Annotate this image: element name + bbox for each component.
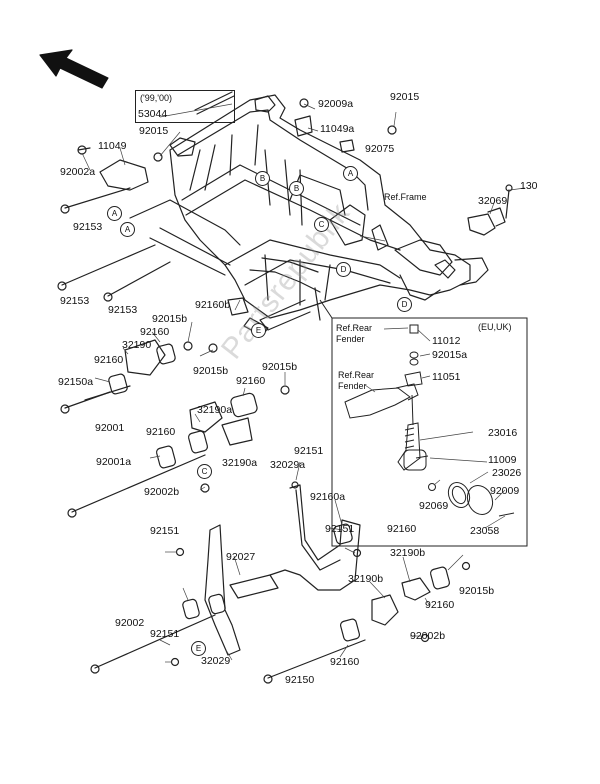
part-label: 92153 bbox=[60, 295, 90, 307]
part-label: 92160 bbox=[425, 599, 455, 611]
part-label: 92160a bbox=[310, 491, 346, 503]
part-label: 92002a bbox=[60, 166, 96, 178]
callout-a: A bbox=[107, 206, 122, 221]
part-label: 92009 bbox=[490, 485, 520, 497]
part-label: 92160 bbox=[387, 523, 417, 535]
part-label: 23058 bbox=[470, 525, 500, 537]
part-label: 92150a bbox=[58, 376, 94, 388]
part-label: 53044 bbox=[138, 108, 168, 120]
part-label: 92002b bbox=[410, 630, 446, 642]
part-label: 32069 bbox=[478, 195, 508, 207]
part-label: 32190b bbox=[390, 547, 426, 559]
callout-a: A bbox=[120, 222, 135, 237]
part-label: 23026 bbox=[492, 467, 522, 479]
ref-label-rear-fender-1: Ref.Rear Fender bbox=[336, 323, 373, 344]
part-label: 92027 bbox=[226, 551, 256, 563]
part-label: 92069 bbox=[419, 500, 449, 512]
callout-c: C bbox=[197, 464, 212, 479]
part-label: 23016 bbox=[488, 427, 518, 439]
part-label: 92015b bbox=[262, 361, 298, 373]
part-label: 11012 bbox=[432, 335, 461, 347]
part-label: 92015b bbox=[193, 365, 229, 377]
bolt-92153-a bbox=[64, 187, 131, 209]
part-label: 92001a bbox=[96, 456, 132, 468]
part-label: 32190b bbox=[348, 573, 384, 585]
callout-e: E bbox=[191, 641, 206, 656]
part-label: 92160 bbox=[140, 326, 170, 338]
callout-d: D bbox=[336, 262, 351, 277]
bracket-32029 bbox=[204, 524, 241, 656]
part-label: 92160 bbox=[330, 656, 360, 668]
mount-32190 bbox=[124, 339, 166, 376]
part-label: 11009 bbox=[488, 454, 517, 466]
inset-box-eu-uk bbox=[331, 317, 528, 547]
part-label: 32029 bbox=[201, 655, 231, 667]
part-label: 92002b bbox=[144, 486, 180, 498]
callout-b: B bbox=[255, 171, 270, 186]
part-label: 32190 bbox=[122, 339, 152, 351]
part-label: 92075 bbox=[365, 143, 395, 155]
part-label: 92009a bbox=[318, 98, 354, 110]
direction-arrow-icon bbox=[39, 49, 109, 89]
part-label: 92151 bbox=[150, 525, 180, 537]
part-label: 11049a bbox=[320, 123, 355, 135]
part-label: 92160 bbox=[94, 354, 124, 366]
part-label: 92160b bbox=[195, 299, 231, 311]
bolt-92150 bbox=[267, 639, 366, 679]
part-label: 92015a bbox=[432, 349, 468, 361]
part-label: 11051 bbox=[432, 371, 461, 383]
callout-d: D bbox=[397, 297, 412, 312]
ref-label-frame: Ref.Frame bbox=[384, 192, 427, 202]
bracket-32029a bbox=[269, 484, 361, 591]
callout-b: B bbox=[289, 181, 304, 196]
year-note-box bbox=[135, 90, 235, 123]
bolt-92001a bbox=[71, 454, 206, 513]
part-label: 11049 bbox=[98, 140, 127, 152]
part-label: 92153 bbox=[73, 221, 103, 233]
part-label: 92160 bbox=[236, 375, 266, 387]
part-label: 92151 bbox=[150, 628, 180, 640]
year-note: ('99,'00) bbox=[140, 93, 172, 103]
callout-c: C bbox=[314, 217, 329, 232]
part-label: 32029a bbox=[270, 459, 306, 471]
ref-label-rear-fender-2: Ref.Rear Fender bbox=[338, 370, 375, 391]
inset-region-label: (EU,UK) bbox=[478, 322, 512, 332]
part-label: 92001 bbox=[95, 422, 125, 434]
callout-a: A bbox=[343, 166, 358, 181]
part-label: 92160 bbox=[146, 426, 176, 438]
part-label: 92015 bbox=[390, 91, 420, 103]
part-label: 32190a bbox=[197, 404, 233, 416]
bolt-92153-c bbox=[107, 261, 171, 297]
callout-e: E bbox=[251, 323, 266, 338]
part-label: 92015b bbox=[459, 585, 495, 597]
part-label: 92151 bbox=[325, 523, 355, 535]
bolt-92153-b bbox=[61, 244, 156, 286]
part-label: 32190a bbox=[222, 457, 258, 469]
bolt-92002 bbox=[94, 614, 216, 669]
part-label: 92015b bbox=[152, 313, 188, 325]
part-label: 92015 bbox=[139, 125, 169, 137]
part-label: 130 bbox=[520, 180, 538, 192]
part-label: 92150 bbox=[285, 674, 315, 686]
part-label: 92002 bbox=[115, 617, 145, 629]
part-label: 92151 bbox=[294, 445, 324, 457]
part-label: 92153 bbox=[108, 304, 138, 316]
